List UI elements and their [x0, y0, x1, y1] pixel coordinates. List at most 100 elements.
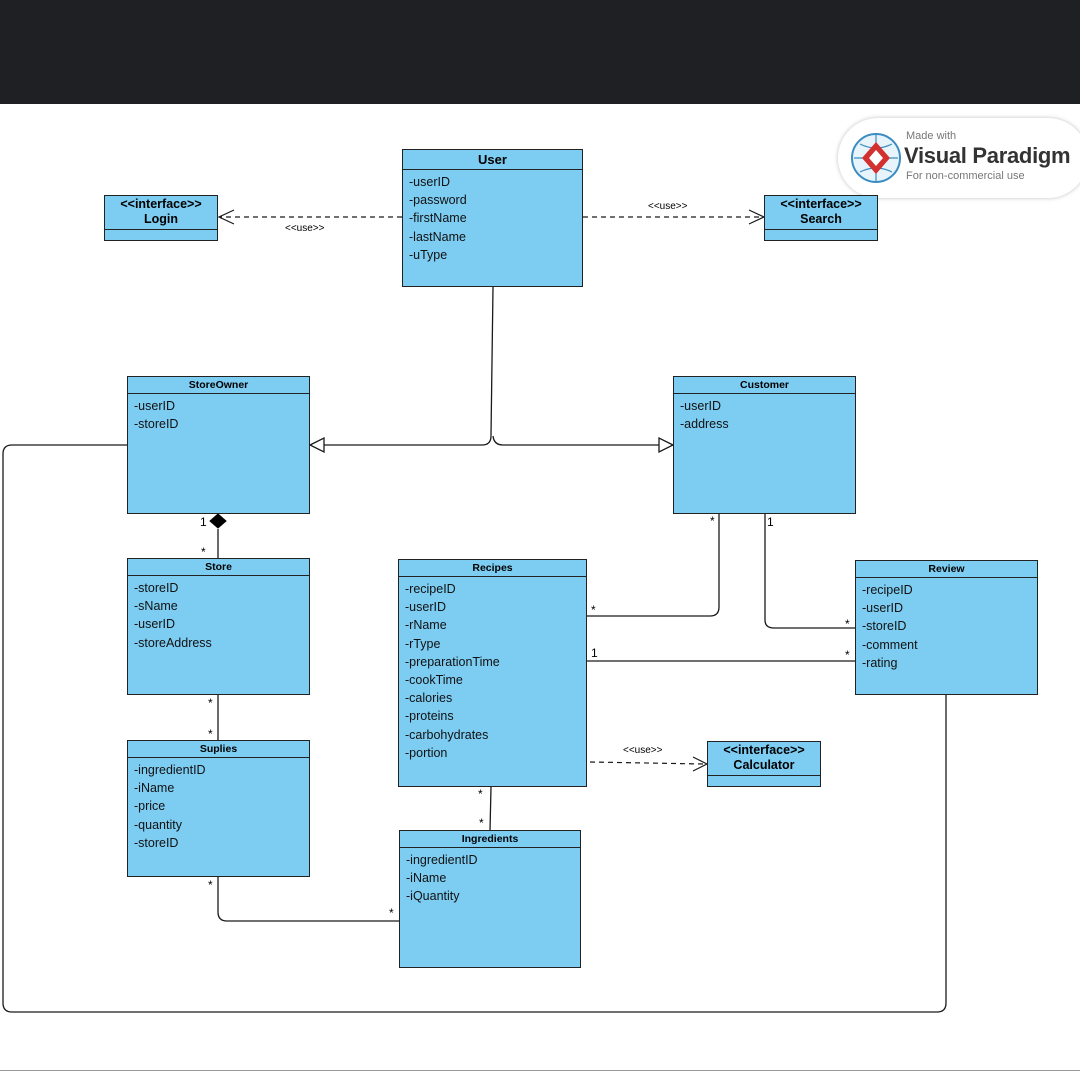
attribute: -recipeID: [862, 583, 913, 597]
multiplicity: 1: [767, 515, 774, 529]
multiplicity: *: [208, 727, 213, 741]
attribute: -userID: [409, 175, 450, 189]
interface-name: Search: [800, 212, 842, 226]
attribute: -userID: [680, 399, 721, 413]
multiplicity: *: [201, 545, 206, 559]
attribute: -calories: [405, 691, 453, 706]
multiplicity: *: [389, 906, 394, 920]
generalization-triangle-customer: [658, 436, 675, 454]
use-label-calculator: <<use>>: [623, 745, 663, 756]
attribute: -userID: [134, 399, 175, 413]
visual-paradigm-logo-icon: [851, 133, 901, 183]
interface-name: Calculator: [733, 758, 795, 772]
interface-search[interactable]: <<interface>> Search: [764, 195, 878, 241]
attribute: -quantity: [134, 817, 182, 832]
multiplicity: *: [479, 816, 484, 830]
class-review[interactable]: Review -recipeID -userID -storeID -comme…: [855, 560, 1038, 695]
attribute: -storeID: [862, 619, 907, 634]
multiplicity: *: [478, 787, 483, 801]
association-suplies-ingredients: [217, 877, 399, 922]
multiplicity: *: [208, 878, 213, 892]
arrowhead-login: [217, 209, 235, 225]
interface-name: Login: [143, 212, 178, 226]
attribute: -carbohydrates: [405, 727, 489, 742]
interface-login[interactable]: <<interface>> Login: [104, 195, 218, 241]
bottom-divider: [0, 1070, 1080, 1071]
attribute: -rating: [862, 655, 898, 670]
watermark-brand: Visual Paradigm: [904, 143, 1071, 168]
attribute-list: -userID -password -firstName -lastName -…: [403, 170, 582, 264]
generalization-triangle-storeowner: [308, 436, 325, 454]
attribute: -cookTime: [405, 673, 463, 688]
attribute: -password: [409, 193, 467, 208]
watermark-note: For non-commercial use: [906, 170, 1025, 182]
class-user[interactable]: User -userID -password -firstName -lastN…: [402, 149, 583, 287]
attribute-list: -storeID -sName -userID -storeAddress: [128, 576, 309, 652]
multiplicity: *: [208, 696, 213, 710]
attribute: -userID: [862, 601, 903, 616]
attribute: -userID: [405, 600, 446, 615]
class-ingredients[interactable]: Ingredients -ingredientID -iName -iQuant…: [399, 830, 581, 968]
attribute: -iName: [406, 871, 447, 886]
attribute: -ingredientID: [134, 763, 206, 777]
multiplicity: *: [591, 603, 596, 617]
multiplicity: *: [845, 648, 850, 662]
attribute: -uType: [409, 247, 448, 262]
top-dark-bar: [0, 0, 1080, 104]
interface-stereotype: <<interface>>: [723, 743, 805, 757]
attribute-list: -userID -storeID: [128, 394, 309, 433]
interface-calculator[interactable]: <<interface>> Calculator: [707, 741, 821, 787]
class-name: Customer: [674, 377, 855, 394]
class-name: StoreOwner: [128, 377, 309, 394]
use-label-search: <<use>>: [648, 201, 688, 212]
attribute-list: -userID -address: [674, 394, 855, 433]
attribute: -price: [134, 799, 166, 814]
class-name: Store: [128, 559, 309, 576]
class-recipes[interactable]: Recipes -recipeID -userID -rName -rType …: [398, 559, 587, 787]
interface-stereotype: <<interface>>: [120, 197, 202, 211]
attribute: -rType: [405, 636, 441, 651]
class-store[interactable]: Store -storeID -sName -userID -storeAddr…: [127, 558, 310, 695]
class-name: Recipes: [399, 560, 586, 577]
attribute: -rName: [405, 618, 447, 633]
multiplicity: 1: [200, 515, 207, 529]
generalization-line: [492, 435, 660, 446]
class-customer[interactable]: Customer -userID -address: [673, 376, 856, 514]
attribute: -address: [680, 417, 729, 432]
attribute: -preparationTime: [405, 654, 500, 669]
multiplicity: 1: [591, 646, 598, 660]
attribute: -storeID: [134, 417, 179, 432]
class-name: Review: [856, 561, 1037, 578]
attribute: -userID: [134, 617, 175, 632]
attribute: -iQuantity: [406, 889, 460, 904]
attribute-list: -ingredientID -iName -iQuantity: [400, 848, 580, 906]
watermark-made-with: Made with: [906, 130, 957, 142]
visual-paradigm-watermark: Made with Visual Paradigm For non-commer…: [838, 118, 1080, 198]
attribute: -storeAddress: [134, 635, 212, 650]
attribute-list: -recipeID -userID -storeID -comment -rat…: [856, 578, 1037, 672]
attribute: -storeID: [134, 581, 179, 595]
class-name: Ingredients: [400, 831, 580, 848]
attribute-list: -ingredientID -iName -price -quantity -s…: [128, 758, 309, 852]
class-suplies[interactable]: Suplies -ingredientID -iName -price -qua…: [127, 740, 310, 877]
attribute: -firstName: [409, 211, 467, 226]
attribute: -recipeID: [405, 582, 456, 596]
association-recipes-ingredients: [489, 786, 492, 832]
attribute: -iName: [134, 781, 175, 796]
attribute: -storeID: [134, 835, 179, 850]
use-label-login: <<use>>: [285, 223, 325, 234]
attribute: -sName: [134, 599, 178, 614]
attribute: -proteins: [405, 709, 454, 724]
class-storeowner[interactable]: StoreOwner -userID -storeID: [127, 376, 310, 514]
class-name: Suplies: [128, 741, 309, 758]
attribute: -lastName: [409, 229, 466, 244]
multiplicity: *: [710, 514, 715, 528]
class-name: User: [403, 150, 582, 170]
generalization-line: [323, 286, 494, 446]
attribute: -comment: [862, 637, 918, 652]
attribute: -ingredientID: [406, 853, 478, 867]
association-customer-review: [764, 514, 855, 629]
attribute-list: -recipeID -userID -rName -rType -prepara…: [399, 577, 586, 762]
interface-stereotype: <<interface>>: [780, 197, 862, 211]
